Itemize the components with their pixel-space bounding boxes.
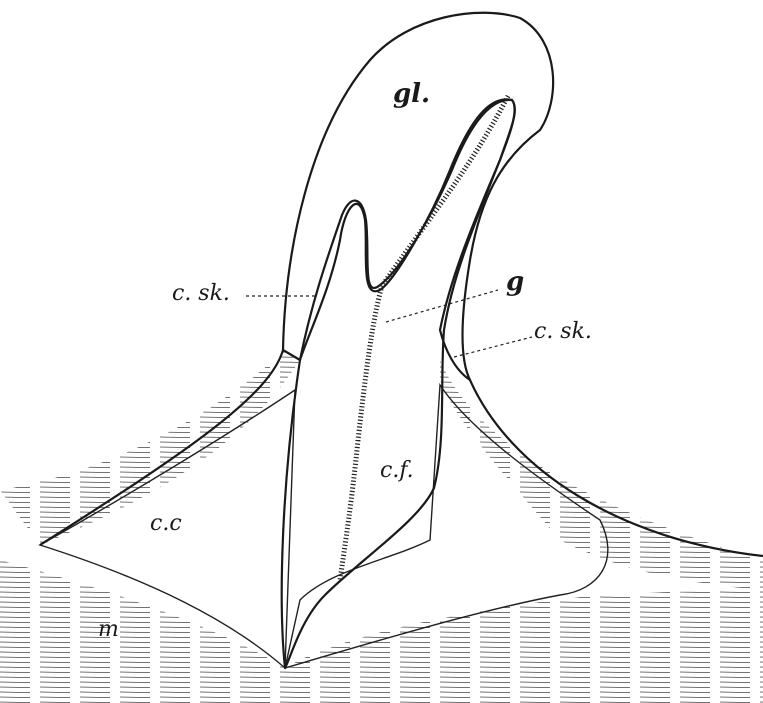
glans-region: [283, 13, 553, 380]
label-cf: c.f.: [380, 458, 414, 483]
label-gl: gl.: [393, 79, 430, 109]
label-c-sk-left: c. sk.: [172, 281, 230, 306]
label-c-sk-right: c. sk.: [534, 319, 592, 344]
muscle-layer: [0, 350, 763, 703]
leader-c-sk-right: [454, 337, 532, 357]
label-cc: c.c: [150, 511, 182, 536]
label-m: m: [98, 617, 119, 642]
label-g: g: [506, 267, 524, 297]
claw-core-region: [282, 100, 515, 668]
germinal-layer-line: [340, 96, 508, 580]
